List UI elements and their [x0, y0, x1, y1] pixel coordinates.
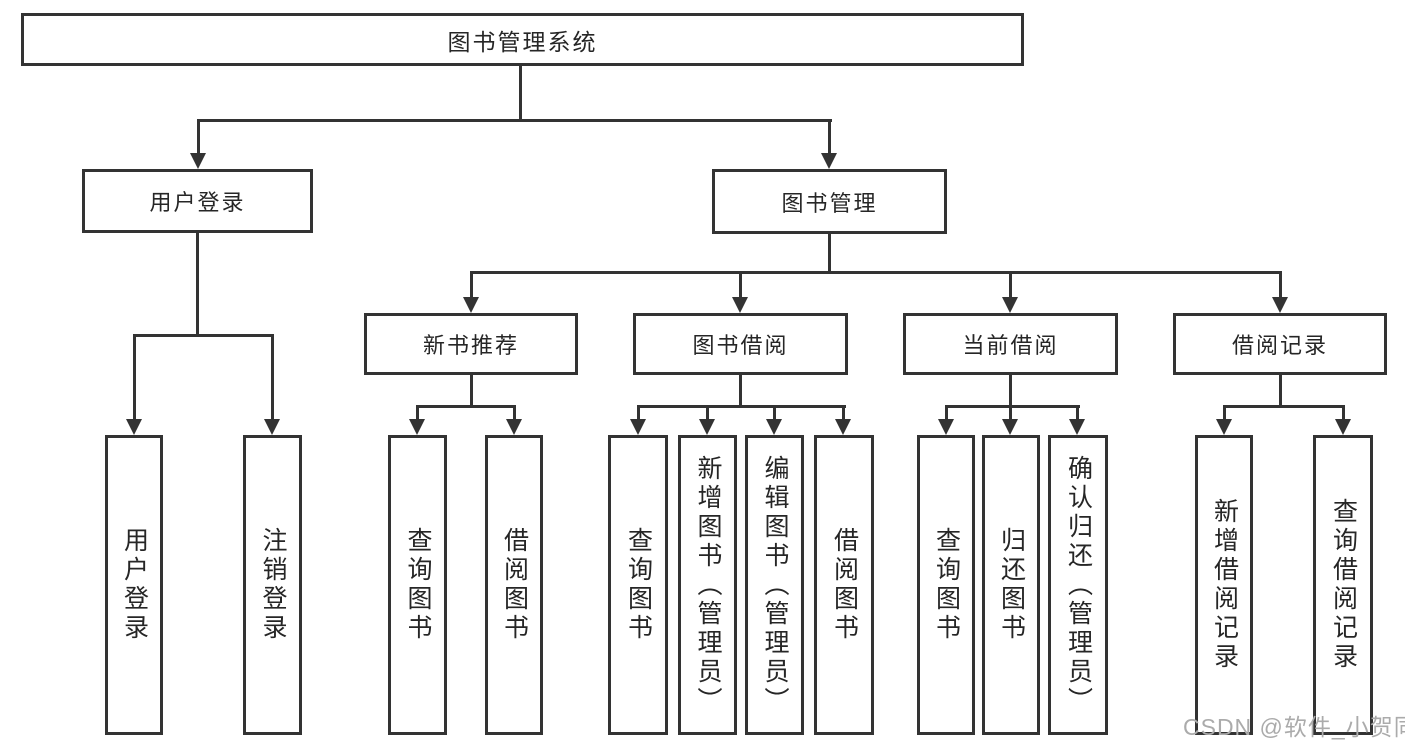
leaf-borrowing-edit-books-admin: 编辑图书（管理员）: [745, 435, 804, 735]
arrow-down-icon: [1002, 419, 1018, 435]
leaf-newbooks-query-books: 查询图书: [388, 435, 447, 735]
arrow-down-icon: [630, 419, 646, 435]
leaf-label: 借阅图书: [830, 527, 859, 643]
arrow-down-icon: [1272, 297, 1288, 313]
arrow-down-icon: [1335, 419, 1351, 435]
connector-drop-borrowing: [739, 271, 742, 299]
connector-drop-new-books: [470, 271, 473, 299]
csdn-watermark: CSDN @软件_小贺同学: [1183, 714, 1405, 740]
connector-current-rail: [945, 405, 1080, 408]
node-user-login-label: 用户登录: [149, 190, 246, 215]
leaf-records-add-record: 新增借阅记录: [1195, 435, 1253, 735]
connector-drop-leaf: [513, 405, 516, 421]
arrow-down-icon: [821, 153, 837, 169]
arrow-down-icon: [1002, 297, 1018, 313]
connector-borrowing-rail: [637, 405, 846, 408]
connector-book-mgmt-rail: [470, 271, 1282, 274]
leaf-logout-label: 注销登录: [259, 527, 287, 643]
connector-drop-leaf: [773, 405, 776, 421]
node-root-library-system: 图书管理系统: [21, 13, 1024, 66]
connector-new-books-rail: [416, 405, 516, 408]
node-borrowing-label: 图书借阅: [692, 333, 789, 358]
node-borrow-records: 借阅记录: [1173, 313, 1387, 375]
leaf-label: 新增借阅记录: [1210, 498, 1239, 672]
node-root-label: 图书管理系统: [447, 28, 598, 55]
connector-drop-leaf: [1076, 405, 1079, 421]
arrow-down-icon: [938, 419, 954, 435]
connector-drop-current: [1009, 271, 1012, 299]
connector-current-stem: [1009, 374, 1012, 407]
leaf-current-query-books: 查询图书: [917, 435, 975, 735]
leaf-label: 借阅图书: [500, 527, 529, 643]
arrow-down-icon: [190, 153, 206, 169]
node-book-mgmt-label: 图书管理: [781, 190, 878, 216]
leaf-label: 新增图书（管理员）: [694, 454, 722, 716]
arrow-down-icon: [1216, 419, 1232, 435]
arrow-down-icon: [409, 419, 425, 435]
connector-drop-leaf: [706, 405, 709, 421]
connector-drop-leaf: [945, 405, 948, 421]
connector-drop-leaf: [271, 334, 274, 420]
leaf-borrowing-query-books: 查询图书: [608, 435, 668, 735]
leaf-label: 编辑图书（管理员）: [761, 454, 789, 716]
connector-borrowing-stem: [739, 374, 742, 407]
leaf-label: 查询图书: [404, 527, 432, 643]
leaf-borrowing-borrow-books: 借阅图书: [814, 435, 874, 735]
connector-root-rail: [197, 119, 832, 122]
leaf-records-query-record: 查询借阅记录: [1313, 435, 1373, 735]
connector-drop-leaf: [842, 405, 845, 421]
connector-drop-leaf: [1342, 405, 1345, 421]
arrow-down-icon: [699, 419, 715, 435]
connector-drop-leaf: [1223, 405, 1226, 421]
node-book-mgmt: 图书管理: [712, 169, 947, 234]
connector-user-login-stem: [196, 232, 199, 336]
connector-records-rail: [1223, 405, 1345, 408]
leaf-user-login: 用户登录: [105, 435, 163, 735]
connector-drop-user-login: [197, 119, 200, 155]
node-new-books-label: 新书推荐: [422, 333, 519, 358]
connector-drop-leaf: [416, 405, 419, 421]
node-new-books: 新书推荐: [364, 313, 578, 375]
leaf-label: 查询借阅记录: [1329, 498, 1358, 672]
node-borrow-records-label: 借阅记录: [1231, 333, 1328, 358]
arrow-down-icon: [506, 419, 522, 435]
connector-book-mgmt-stem: [828, 233, 831, 273]
connector-records-stem: [1279, 374, 1282, 407]
connector-drop-records: [1279, 271, 1282, 299]
leaf-newbooks-borrow-books: 借阅图书: [485, 435, 543, 735]
connector-drop-leaf: [637, 405, 640, 421]
leaf-label: 归还图书: [997, 527, 1026, 643]
leaf-current-return-books: 归还图书: [982, 435, 1040, 735]
connector-drop-leaf: [1009, 405, 1012, 421]
connector-root-stem: [519, 64, 522, 121]
node-borrowing: 图书借阅: [633, 313, 848, 375]
arrow-down-icon: [766, 419, 782, 435]
arrow-down-icon: [1069, 419, 1085, 435]
connector-drop-book-mgmt: [828, 119, 831, 155]
leaf-label: 确认归还（管理员）: [1064, 454, 1093, 716]
leaf-label: 查询图书: [624, 527, 653, 643]
leaf-user-login-label: 用户登录: [120, 527, 149, 643]
arrow-down-icon: [463, 297, 479, 313]
node-current-borrow: 当前借阅: [903, 313, 1118, 375]
arrow-down-icon: [835, 419, 851, 435]
leaf-current-confirm-return-admin: 确认归还（管理员）: [1048, 435, 1108, 735]
arrow-down-icon: [264, 419, 280, 435]
connector-drop-leaf: [133, 334, 136, 420]
node-current-borrow-label: 当前借阅: [962, 333, 1059, 358]
node-user-login: 用户登录: [82, 169, 313, 233]
leaf-borrowing-add-books-admin: 新增图书（管理员）: [678, 435, 737, 735]
arrow-down-icon: [126, 419, 142, 435]
leaf-label: 查询图书: [932, 527, 961, 643]
leaf-logout: 注销登录: [243, 435, 302, 735]
connector-new-books-stem: [470, 374, 473, 407]
arrow-down-icon: [732, 297, 748, 313]
connector-user-login-rail: [133, 334, 274, 337]
